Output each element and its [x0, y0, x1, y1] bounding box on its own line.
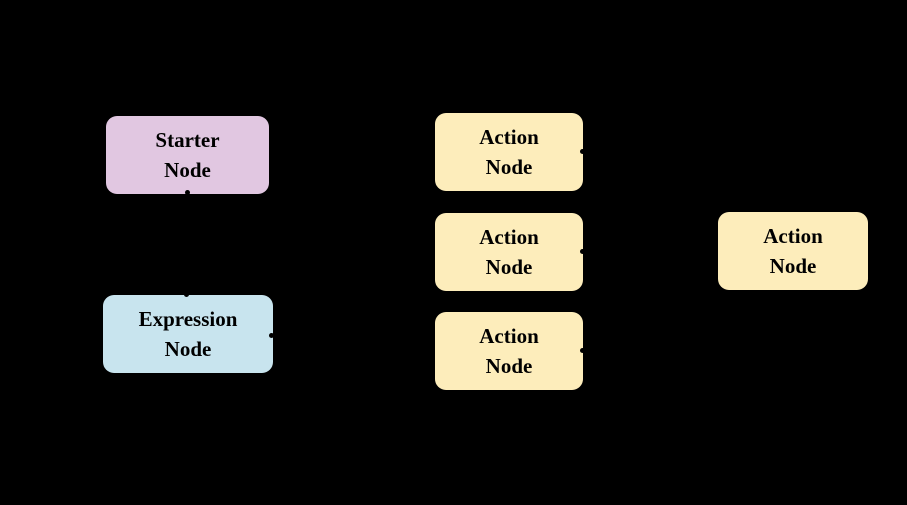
action-node-3-label: Action Node [479, 324, 539, 378]
action-node-4-label: Action Node [763, 224, 823, 278]
connector-dot-action2-right [580, 249, 585, 254]
connector-dot-starter-bottom [185, 190, 190, 195]
action-node-3: Action Node [435, 312, 583, 390]
connector-dot-action1-right [580, 149, 585, 154]
action-node-1: Action Node [435, 113, 583, 191]
expression-node-label: Expression Node [138, 307, 238, 361]
action-node-1-label: Action Node [479, 125, 539, 179]
expression-node: Expression Node [103, 295, 273, 373]
connector-dot-action3-right [580, 348, 585, 353]
action-node-4: Action Node [718, 212, 868, 290]
connector-dot-expression-right [269, 333, 274, 338]
action-node-2-label: Action Node [479, 225, 539, 279]
connector-dot-expression-top [184, 292, 189, 297]
action-node-2: Action Node [435, 213, 583, 291]
starter-node-label: Starter Node [155, 128, 220, 182]
starter-node: Starter Node [106, 116, 269, 194]
